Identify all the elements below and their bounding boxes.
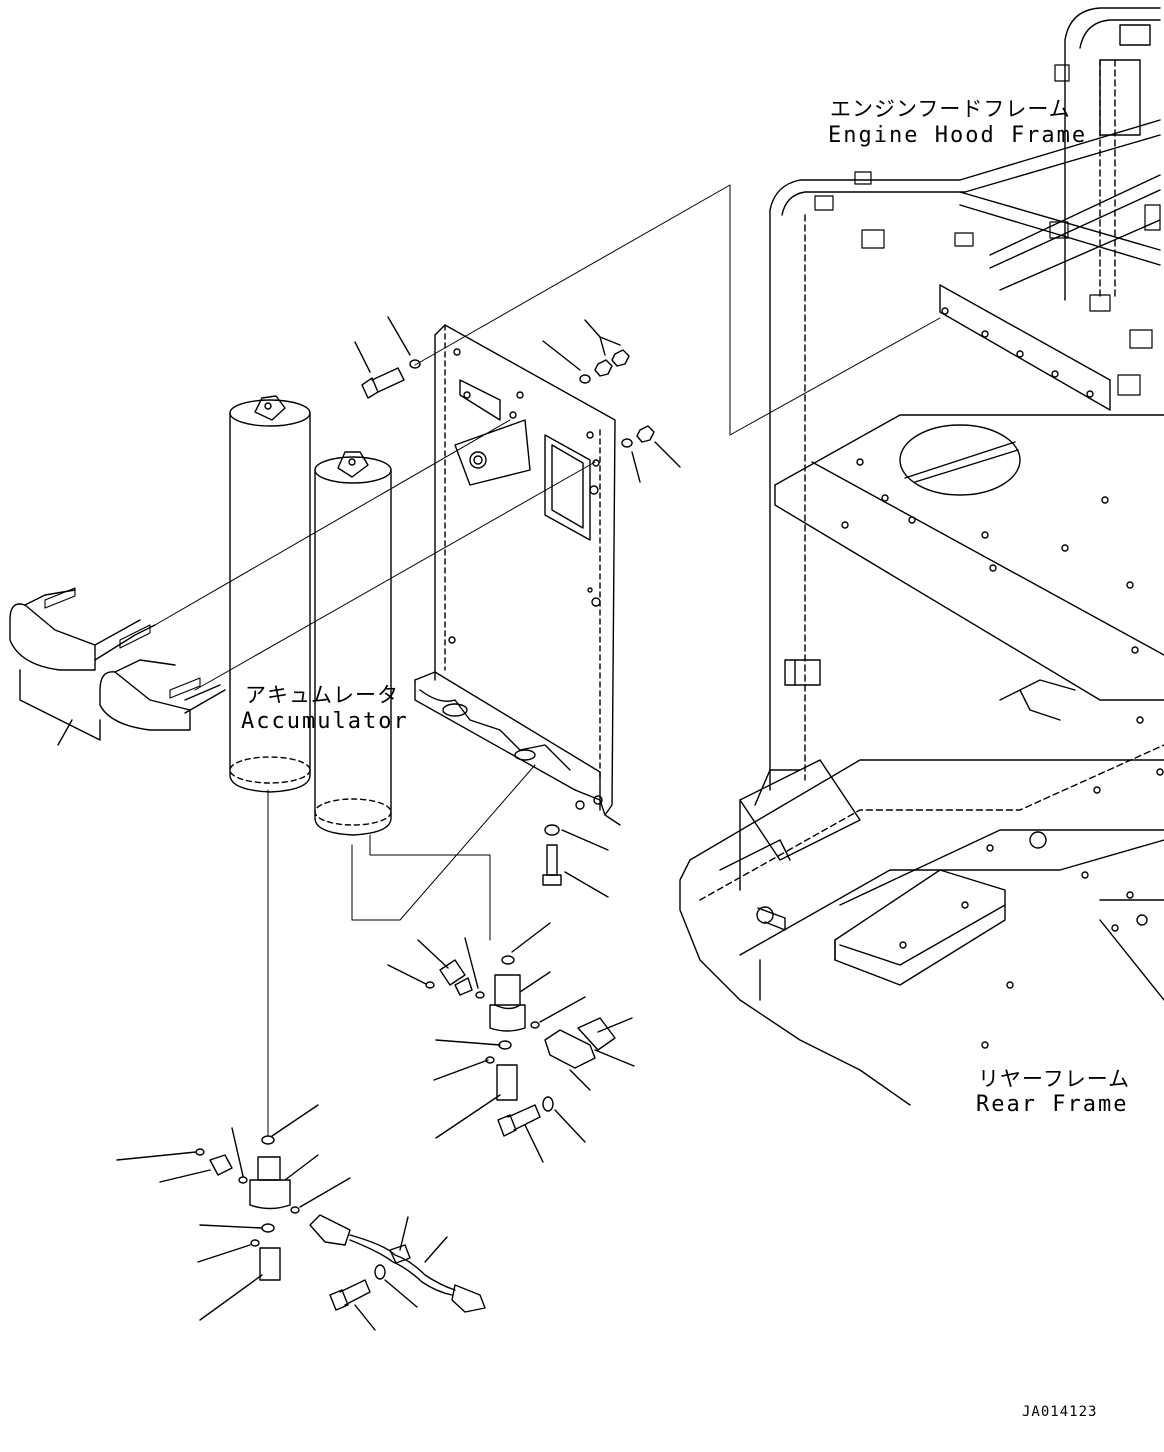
accumulator-label-en: Accumulator	[241, 709, 409, 734]
upper-fasteners	[355, 317, 680, 482]
engine-hood-frame-label-en: Engine Hood Frame	[828, 123, 1088, 148]
drawing-id: JA014123	[1022, 1404, 1098, 1420]
engine-hood-frame	[770, 8, 1160, 790]
accumulator-right	[315, 452, 391, 835]
fitting-group-left	[117, 1105, 485, 1330]
fitting-group-right	[388, 825, 634, 1162]
rear-frame-label-jp: リヤーフレーム	[978, 1067, 1131, 1091]
accumulator-left	[230, 396, 310, 792]
engine-hood-frame-label-jp: エンジンフードフレーム	[830, 97, 1071, 121]
mounting-plate	[415, 325, 620, 825]
rear-frame-label-en: Rear Frame	[976, 1092, 1129, 1117]
clamp-bands	[10, 588, 225, 745]
leader-lines	[155, 185, 940, 1135]
rear-frame	[680, 415, 1164, 1105]
accumulator-label-jp: アキュムレータ	[245, 683, 399, 707]
